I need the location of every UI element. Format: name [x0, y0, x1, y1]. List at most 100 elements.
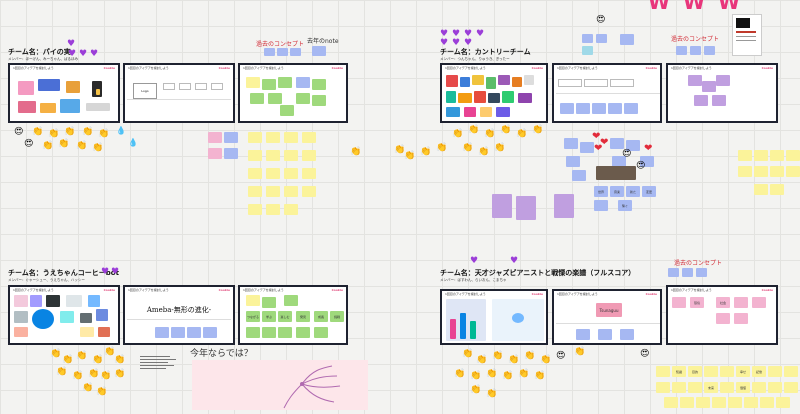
sticky-note[interactable]: 社会: [716, 297, 730, 308]
sticky-note[interactable]: [712, 397, 726, 408]
sticky-note[interactable]: [284, 186, 298, 197]
team3-frame-1[interactable]: 1回目のアイデアを検討しよう Cookie: [8, 285, 120, 345]
sticky-note[interactable]: 環境: [690, 297, 704, 308]
sticky-note[interactable]: [754, 184, 768, 195]
sticky-note[interactable]: [668, 268, 679, 277]
sticky-note[interactable]: [720, 382, 734, 393]
sticky-note[interactable]: [768, 382, 782, 393]
sticky-note[interactable]: [246, 77, 260, 88]
sticky-note[interactable]: [734, 313, 748, 324]
sticky-note[interactable]: [786, 150, 800, 161]
sticky-note[interactable]: [744, 397, 758, 408]
sticky-note[interactable]: [720, 366, 734, 377]
sticky-note[interactable]: [704, 46, 715, 55]
sticky-note[interactable]: [284, 168, 298, 179]
sticky-note[interactable]: [688, 382, 702, 393]
sticky-note[interactable]: 発見: [296, 311, 310, 322]
sticky-note[interactable]: [266, 132, 280, 143]
sticky-note[interactable]: [296, 327, 310, 338]
sticky-note[interactable]: [284, 204, 298, 215]
sticky-note[interactable]: [296, 77, 310, 88]
sticky-note[interactable]: [278, 77, 292, 88]
sticky-note[interactable]: [752, 297, 766, 308]
sticky-note[interactable]: [784, 366, 798, 377]
sticky-note[interactable]: [594, 200, 608, 211]
sticky-note[interactable]: [582, 34, 593, 43]
sticky-note[interactable]: [284, 150, 298, 161]
sticky-note[interactable]: [171, 327, 185, 338]
sticky-note[interactable]: [696, 397, 710, 408]
sticky-note[interactable]: [776, 397, 790, 408]
sticky-note[interactable]: [626, 140, 640, 151]
sticky-note[interactable]: [712, 95, 726, 106]
sticky-note[interactable]: [266, 204, 280, 215]
sticky-note[interactable]: 楽しむ: [278, 311, 292, 322]
sticky-note[interactable]: [290, 48, 301, 56]
sticky-note[interactable]: [280, 105, 294, 116]
sticky-note[interactable]: [592, 103, 606, 114]
sticky-note[interactable]: 新た: [626, 186, 640, 197]
sticky-note[interactable]: [250, 93, 264, 104]
team3-frame-2[interactable]: 1回目のアイデアを検討しよう Cookie Ameba-無形の進化-: [123, 285, 235, 345]
sticky-note[interactable]: [728, 397, 742, 408]
sticky-note[interactable]: [314, 327, 328, 338]
sticky-note[interactable]: [754, 166, 768, 177]
sticky-note[interactable]: [770, 166, 784, 177]
sticky-note[interactable]: [278, 327, 292, 338]
sticky-note[interactable]: [760, 397, 774, 408]
sticky-note[interactable]: [768, 366, 782, 377]
sticky-note[interactable]: [688, 75, 702, 86]
sticky-note[interactable]: [656, 382, 670, 393]
sticky-note[interactable]: [302, 168, 316, 179]
sticky-note[interactable]: [268, 93, 282, 104]
sticky-note[interactable]: [656, 366, 670, 377]
sticky-note[interactable]: [224, 132, 238, 143]
sticky-note[interactable]: [266, 150, 280, 161]
sticky-note[interactable]: [702, 81, 716, 92]
sticky-note[interactable]: [716, 313, 730, 324]
sticky-note[interactable]: [566, 156, 580, 167]
sticky-note[interactable]: [248, 186, 262, 197]
sticky-note[interactable]: [262, 79, 276, 90]
sticky-note[interactable]: [598, 329, 612, 340]
sticky-note[interactable]: [610, 138, 624, 149]
sticky-note[interactable]: [554, 194, 574, 218]
sticky-note[interactable]: [582, 46, 593, 55]
team4-frame-3[interactable]: 1回目のアイデアを検討しよう Cookie 環境 社会: [666, 285, 778, 345]
sticky-note[interactable]: [187, 327, 201, 338]
sticky-note[interactable]: [734, 297, 748, 308]
team1-frame-2[interactable]: 1回目のアイデアを検討しよう Cookie Logo: [123, 63, 235, 123]
sticky-note[interactable]: [770, 150, 784, 161]
sticky-note[interactable]: [516, 196, 536, 220]
sticky-note[interactable]: [572, 170, 586, 181]
note-card[interactable]: [732, 14, 762, 56]
sticky-note[interactable]: 価値: [736, 382, 750, 393]
sticky-note[interactable]: [155, 327, 169, 338]
team4-frame-2[interactable]: 1回目のアイデアを検討しよう Cookie Tsunaguu: [552, 289, 662, 345]
mindmap-board[interactable]: [192, 360, 368, 410]
team4-frame-1[interactable]: 1回目のアイデアを検討しよう Cookie: [440, 289, 548, 345]
sticky-note[interactable]: [248, 204, 262, 215]
sticky-note[interactable]: [620, 329, 634, 340]
sticky-note[interactable]: 記憶: [752, 366, 766, 377]
sticky-note[interactable]: [492, 194, 512, 218]
sticky-note[interactable]: [264, 48, 275, 56]
sticky-note[interactable]: [738, 150, 752, 161]
sticky-note[interactable]: [284, 132, 298, 143]
sticky-note[interactable]: [246, 295, 260, 306]
sticky-note[interactable]: [596, 34, 607, 43]
sticky-note[interactable]: [680, 397, 694, 408]
sticky-note[interactable]: 成長: [314, 311, 328, 322]
sticky-note[interactable]: [694, 95, 708, 106]
sticky-note[interactable]: [208, 132, 222, 143]
sticky-note[interactable]: [738, 166, 752, 177]
sticky-note[interactable]: [676, 46, 687, 55]
sticky-note[interactable]: [664, 397, 678, 408]
sticky-note[interactable]: [262, 327, 276, 338]
sticky-note[interactable]: [682, 268, 693, 277]
sticky-note[interactable]: [612, 156, 626, 167]
sticky-note[interactable]: 世界: [594, 186, 608, 197]
sticky-note[interactable]: 幸せ: [736, 366, 750, 377]
sticky-note[interactable]: [224, 148, 238, 159]
sticky-note[interactable]: 未来: [704, 382, 718, 393]
